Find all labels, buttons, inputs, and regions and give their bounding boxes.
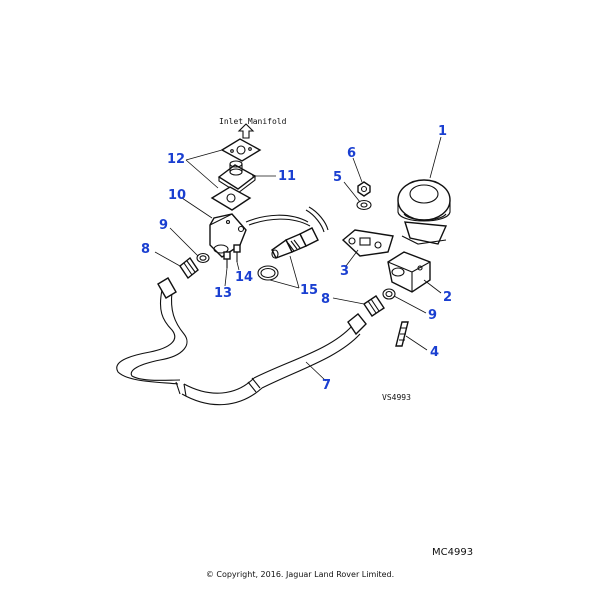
callout-7: 7 <box>322 378 331 393</box>
part-12-lower-gasket <box>210 186 252 211</box>
callout-14: 14 <box>235 270 253 285</box>
callout-8-right: 8 <box>321 292 330 307</box>
part-11-spacer-block <box>217 160 257 194</box>
part-13-bolt <box>223 251 231 268</box>
callout-9-right: 9 <box>428 308 437 323</box>
callout-3: 3 <box>340 264 349 279</box>
callout-15: 15 <box>300 283 318 298</box>
reference-number: MC4993 <box>432 547 473 558</box>
callout-2: 2 <box>443 290 452 305</box>
callout-9-left: 9 <box>159 218 168 233</box>
part-8-union-right <box>363 295 385 317</box>
part-7-egr-pipe <box>116 277 367 406</box>
callout-5: 5 <box>333 170 342 185</box>
part-12-upper-gasket <box>220 138 262 162</box>
callout-1: 1 <box>438 124 447 139</box>
callout-13: 13 <box>214 286 232 301</box>
callout-4: 4 <box>430 345 439 360</box>
part-9-o-ring-left <box>196 252 210 264</box>
callout-8-left: 8 <box>141 242 150 257</box>
inlet-manifold-label: Inlet Manifold <box>219 117 287 126</box>
part-4-stud <box>395 321 409 347</box>
sensor-cable <box>245 214 309 223</box>
part-15-sealing-ring <box>257 265 279 281</box>
leader-lines <box>154 136 442 382</box>
up-arrow-icon <box>237 123 255 139</box>
part-9-o-ring-right <box>382 288 396 300</box>
part-6-nut <box>357 181 371 197</box>
part-2-adaptor <box>387 251 431 293</box>
callout-11: 11 <box>278 169 296 184</box>
part-14-bolt <box>233 244 241 262</box>
part-3-gasket <box>341 229 394 257</box>
callout-10: 10 <box>168 188 186 203</box>
callout-6: 6 <box>347 146 356 161</box>
callout-12: 12 <box>167 152 185 167</box>
copyright-notice: © Copyright, 2016. Jaguar Land Rover Lim… <box>206 570 394 579</box>
drawing-code: VS4993 <box>382 393 411 402</box>
part-15-pipe-union <box>271 206 329 259</box>
part-1-egr-valve <box>397 179 451 245</box>
part-8-union-left <box>179 256 199 280</box>
part-5-washer <box>356 199 372 211</box>
